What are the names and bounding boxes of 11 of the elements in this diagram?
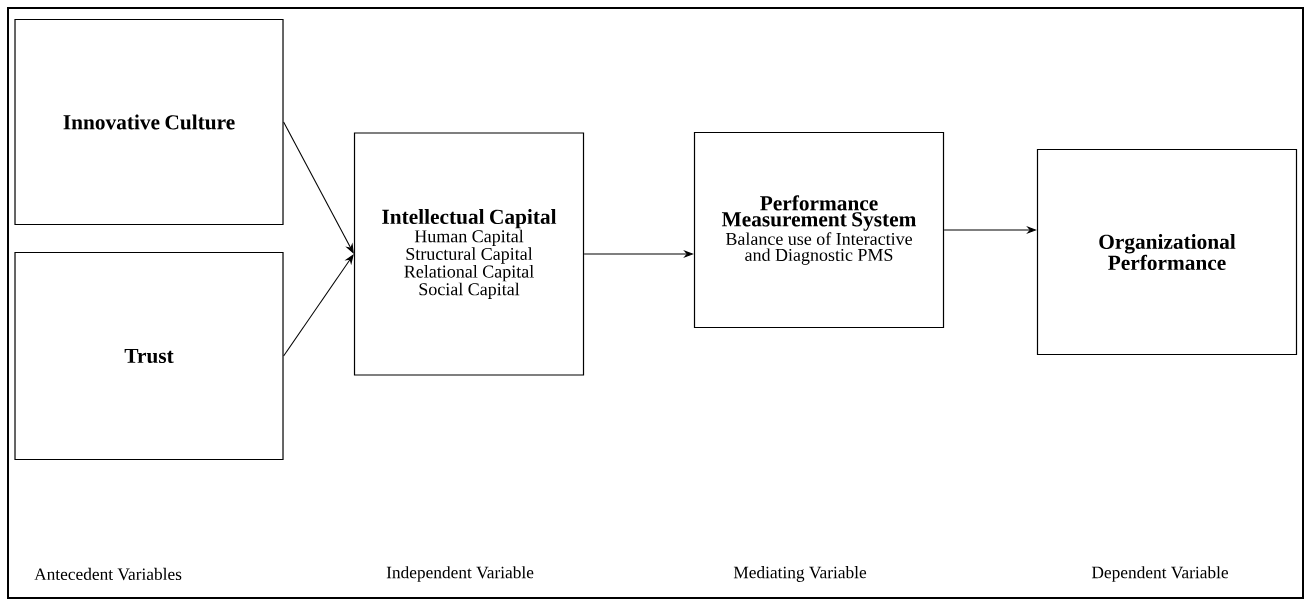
variable-type-label: Independent Variable: [386, 566, 534, 582]
variable-box: Intellectual Capital Human Capital Structural Capital Relational Capital Social Capital: [353, 132, 585, 376]
variable-type-label: Dependent Variable: [1091, 566, 1228, 582]
variable-box: Performance Measurement System Balance use of Interactive and Diagnostic PMS: [693, 131, 945, 329]
variable-box: Organizational Performance: [1036, 148, 1298, 356]
variable-box: Innovative Culture: [14, 18, 284, 226]
variable-type-label: Antecedent Variables: [34, 567, 182, 581]
variable-type-label: Mediating Variable: [733, 566, 867, 582]
variable-box: Trust: [14, 251, 284, 461]
arrow: [283, 254, 354, 357]
arrow: [283, 121, 354, 254]
